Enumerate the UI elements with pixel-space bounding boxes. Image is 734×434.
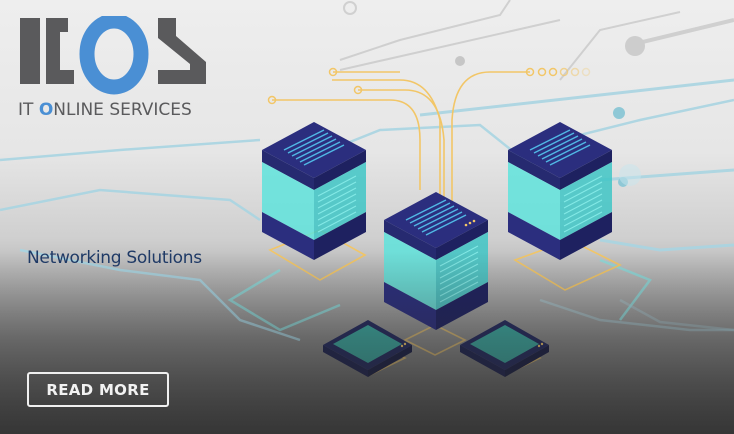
logo-tagline: IT ONLINE SERVICES [18,100,192,120]
read-more-button[interactable]: READ MORE [27,372,169,407]
tagline-o-accent: O [38,100,54,120]
itos-logo [20,16,206,95]
tagline-it: IT [18,100,39,120]
pad-right [460,320,549,377]
slide-title: Networking Solutions [27,248,202,268]
pad-left [323,320,412,377]
server-left [262,122,366,260]
server-center [384,192,488,330]
server-right [508,122,612,260]
tagline-rest: NLINE SERVICES [53,100,192,120]
